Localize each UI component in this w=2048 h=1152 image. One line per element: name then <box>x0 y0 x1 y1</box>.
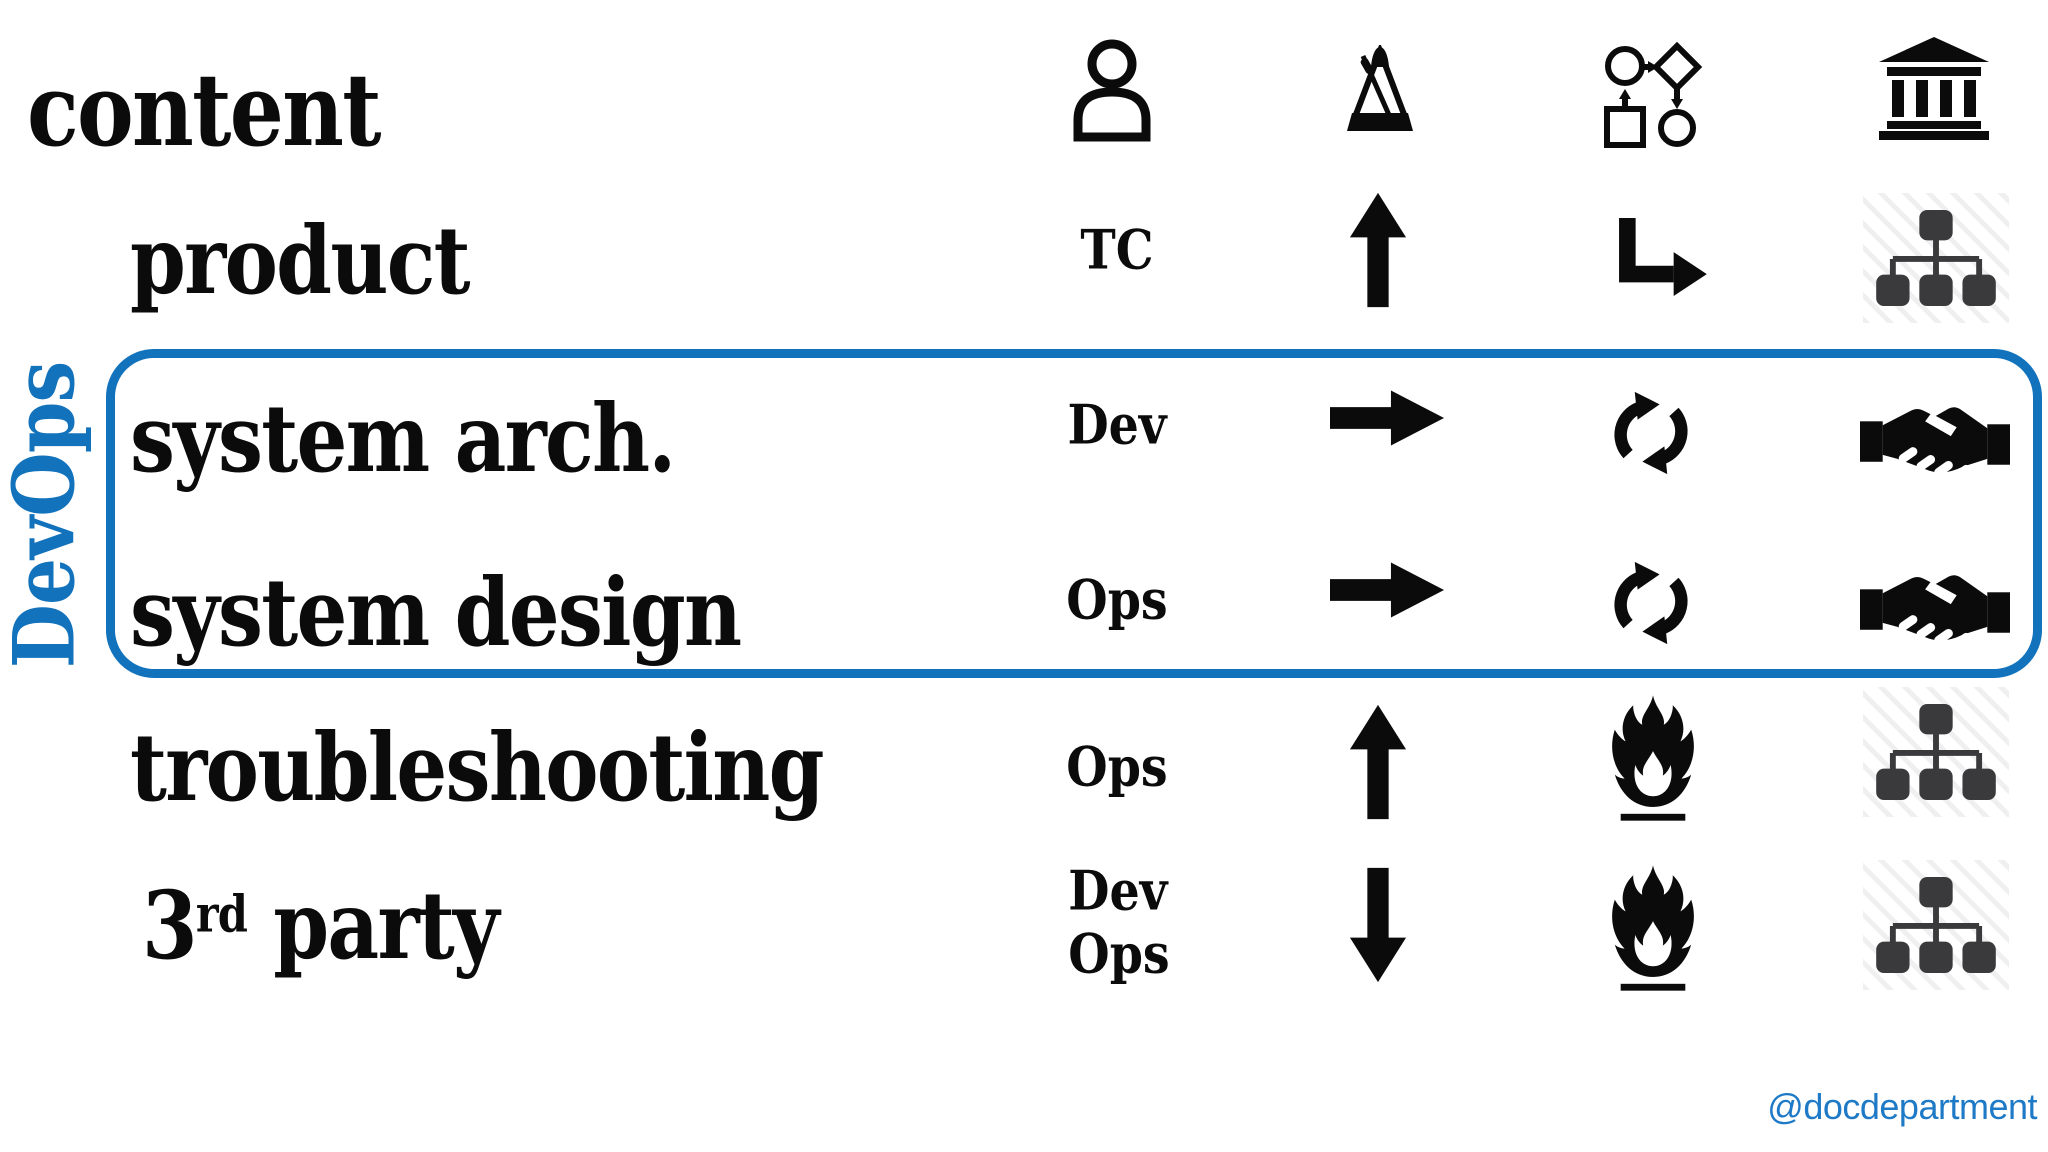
arrow-up-icon <box>1348 191 1408 309</box>
row-label-third-party: 3rd party <box>142 879 499 973</box>
handshake-icon <box>1860 399 2010 491</box>
devops-group-label: DevOps <box>0 361 94 669</box>
fire-icon <box>1606 862 1700 994</box>
cycle-icon <box>1608 559 1694 647</box>
actor-line-dev: Dev <box>1068 858 1168 923</box>
third-party-rest: party <box>247 871 499 981</box>
row-label-troubleshooting: troubleshooting <box>130 713 825 823</box>
actor-troubleshooting: Ops <box>1066 734 1168 799</box>
arrow-right-icon <box>1330 559 1446 621</box>
actor-line-ops: Ops <box>1068 921 1170 985</box>
org-chart-icon <box>1863 687 2009 817</box>
turn-right-arrow-icon <box>1613 218 1707 296</box>
flowchart-icon <box>1600 39 1704 151</box>
content-heading: content <box>27 51 381 169</box>
arrow-up-icon <box>1348 703 1408 821</box>
twitter-handle: @docdepartment <box>1767 1086 2037 1127</box>
person-icon <box>1069 38 1155 142</box>
fire-icon <box>1606 692 1700 824</box>
handshake-icon <box>1860 567 2010 659</box>
row-label-system-arch: system arch. <box>130 384 676 494</box>
org-chart-icon <box>1863 193 2009 323</box>
arrow-down-icon <box>1348 866 1408 984</box>
org-chart-icon <box>1863 860 2009 990</box>
actor-product: TC <box>1080 217 1154 282</box>
actor-system-arch: Dev <box>1067 392 1167 457</box>
cycle-icon <box>1608 389 1694 477</box>
devops-group-outline <box>106 349 2042 678</box>
third-party-ordinal: rd <box>195 883 248 944</box>
actor-third-party: Dev Ops <box>1068 859 1169 984</box>
arrow-right-icon <box>1330 387 1446 449</box>
row-label-system-design: system design <box>130 558 742 668</box>
third-party-base: 3 <box>142 871 198 981</box>
row-label-product: product <box>130 206 471 316</box>
bank-icon <box>1877 35 1991 141</box>
metronome-icon <box>1347 45 1413 133</box>
actor-system-design: Ops <box>1066 567 1168 632</box>
